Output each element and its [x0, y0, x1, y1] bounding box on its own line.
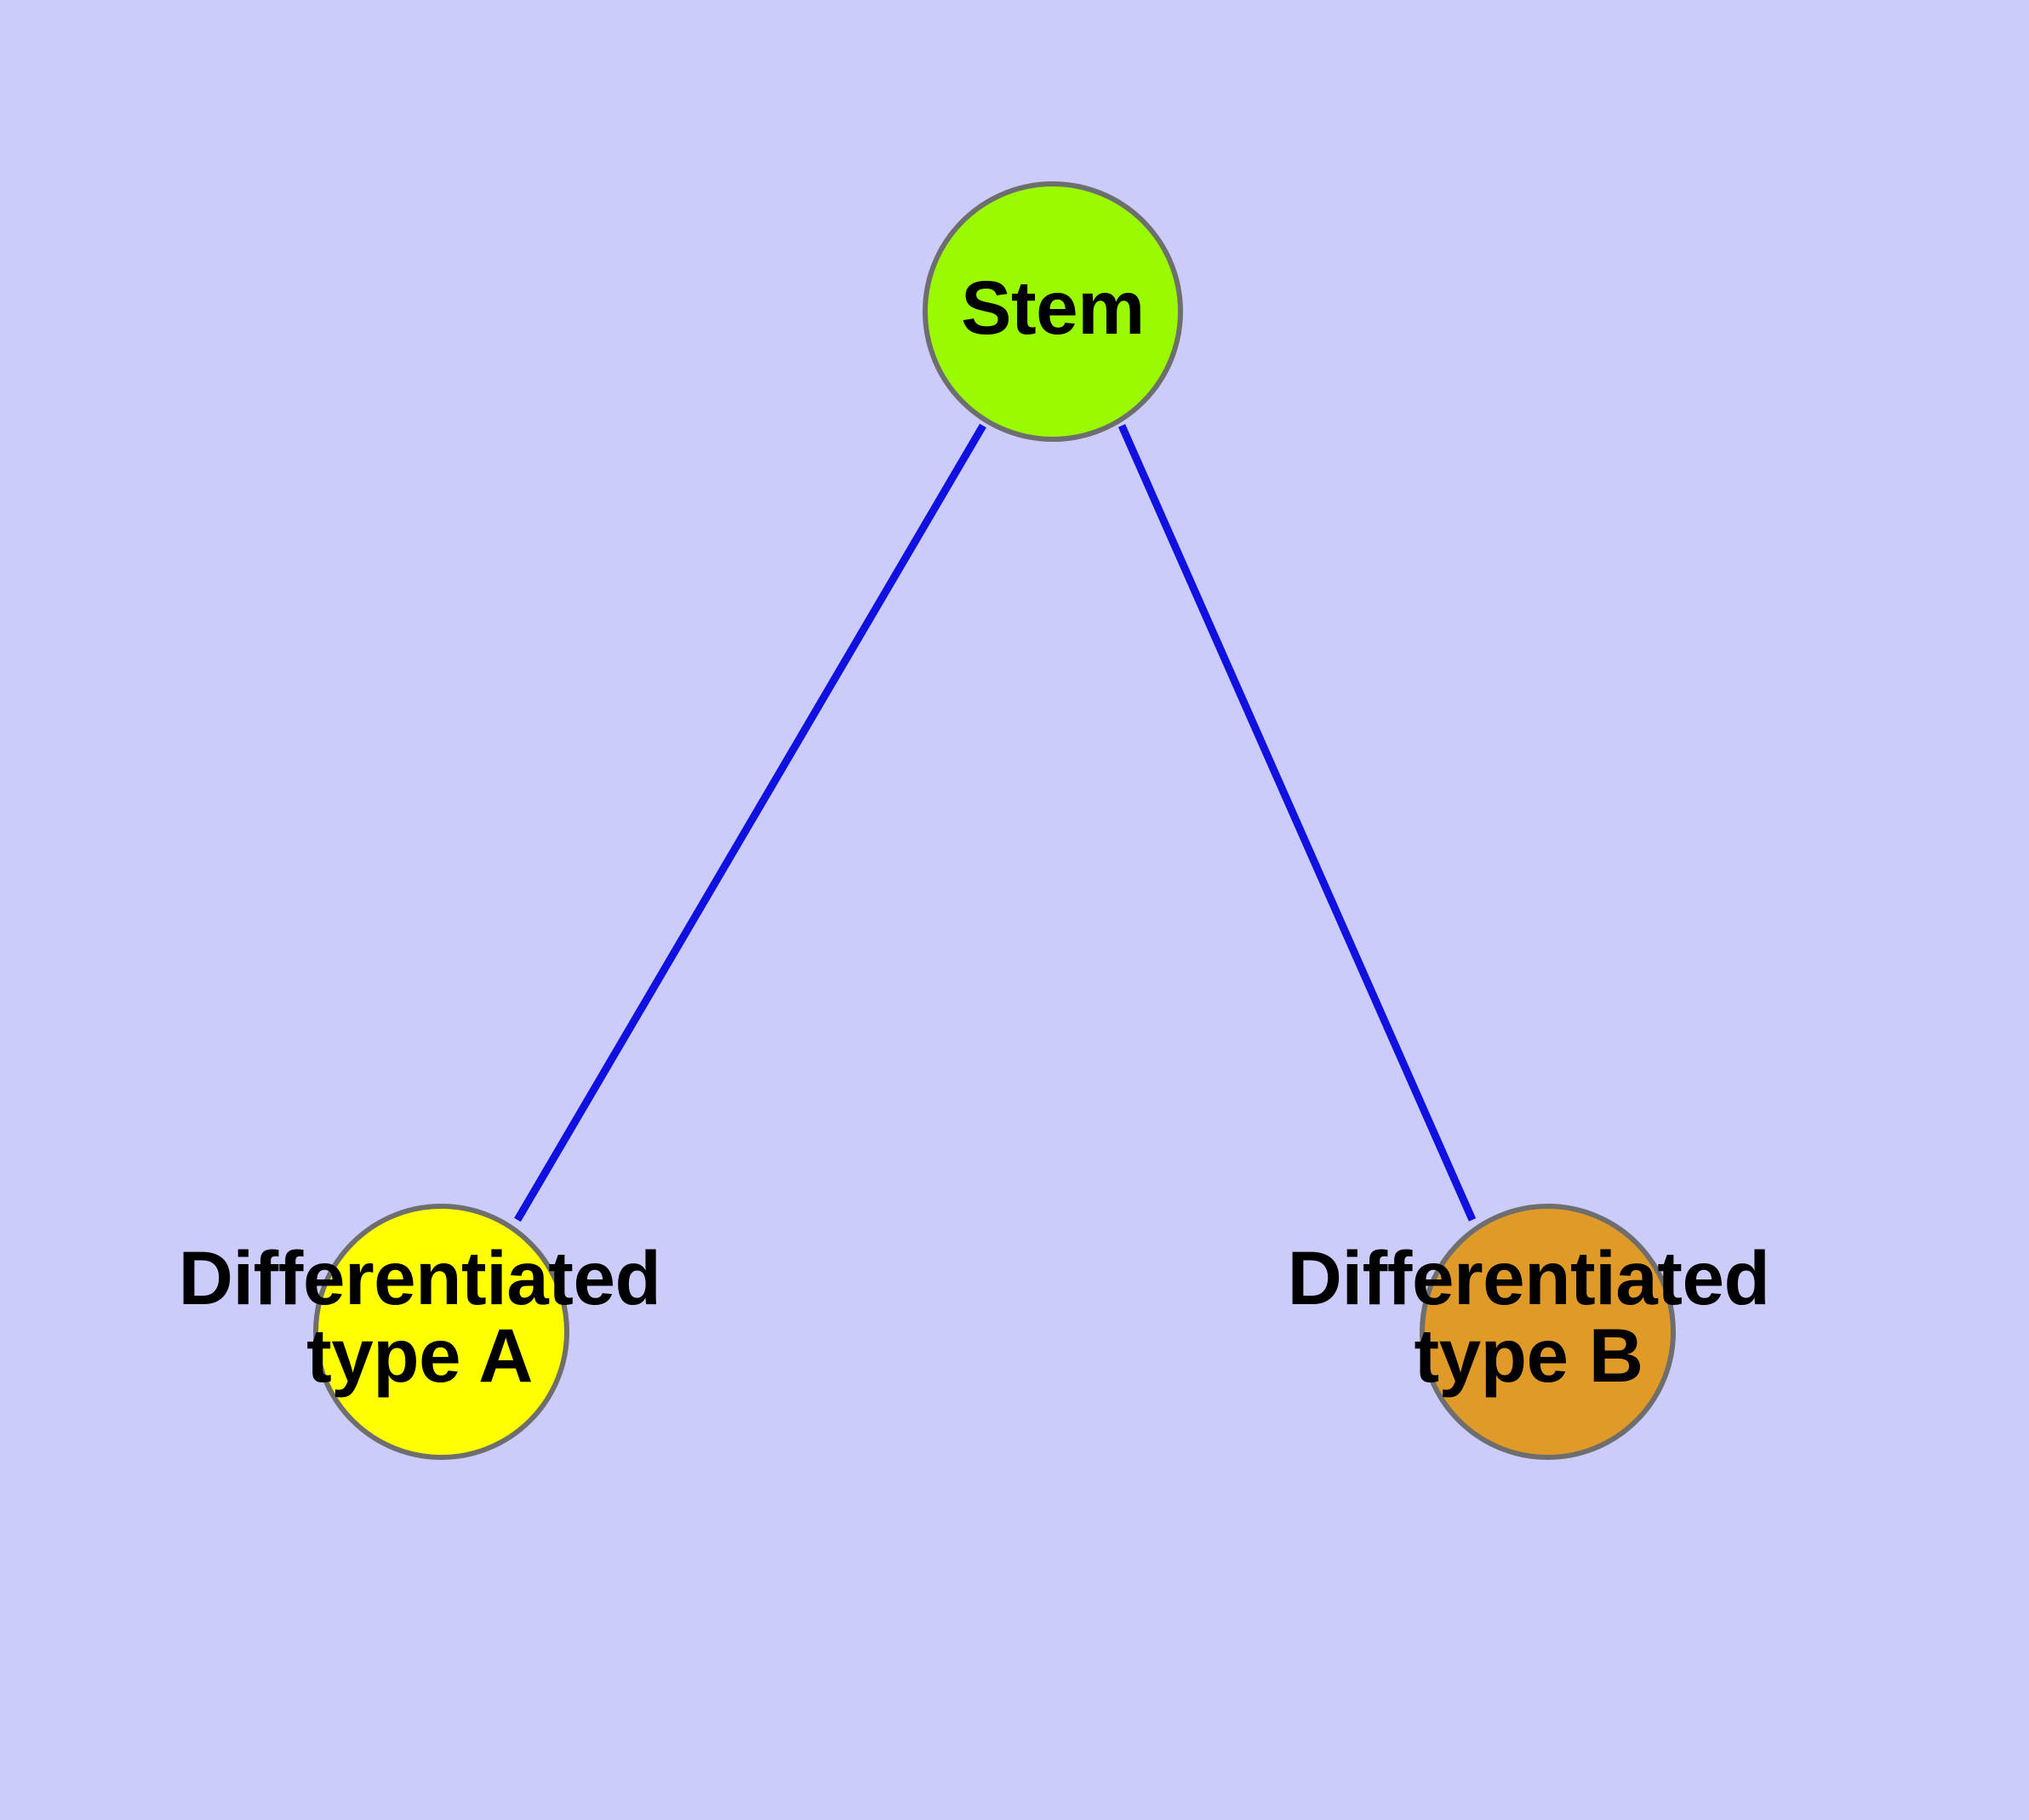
node-stem-label: Stem	[961, 265, 1145, 350]
node-differentiated-type-b-label: Differentiated type B	[1287, 1235, 1770, 1398]
edge-stem-to-diff-a[interactable]	[514, 423, 986, 1222]
node-stem[interactable]	[923, 181, 1183, 442]
edge-stem-to-diff-b[interactable]	[1117, 424, 1477, 1222]
node-differentiated-type-b[interactable]	[1420, 1204, 1676, 1460]
node-differentiated-type-a[interactable]	[313, 1204, 569, 1460]
node-differentiated-type-a-label: Differentiated type A	[178, 1235, 661, 1398]
